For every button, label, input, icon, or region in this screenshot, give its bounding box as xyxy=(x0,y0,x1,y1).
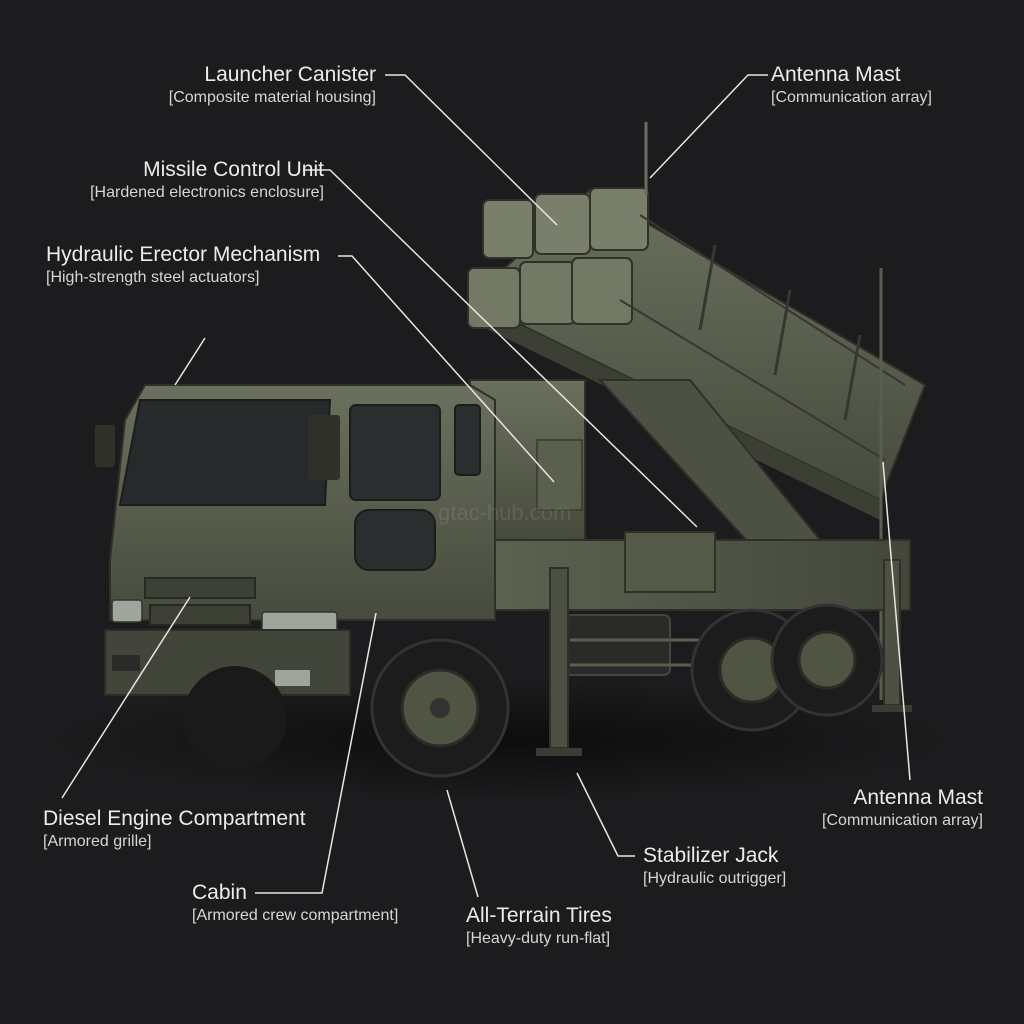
callout-subtitle: [Composite material housing] xyxy=(168,89,376,107)
callout-diesel-engine: Diesel Engine Compartment [Armored grill… xyxy=(43,807,306,852)
leader-lines xyxy=(61,74,911,898)
callout-launcher-canister: Launcher Canister [Composite material ho… xyxy=(169,63,376,108)
callout-subtitle: [Heavy-duty run-flat] xyxy=(466,930,611,948)
callout-subtitle: [Hardened electronics enclosure] xyxy=(90,184,324,202)
callout-subtitle: [Armored grille] xyxy=(43,833,152,851)
callout-antenna-mast-bottom: Antenna Mast [Communication array] xyxy=(822,786,983,831)
callout-missile-control-unit: Missile Control Unit [Hardened electroni… xyxy=(90,158,324,203)
callout-title: All-Terrain Tires xyxy=(466,904,612,927)
callout-title: Hydraulic Erector Mechanism xyxy=(46,243,321,266)
callout-title: Launcher Canister xyxy=(204,63,376,86)
callout-title: Antenna Mast xyxy=(853,786,983,809)
callout-subtitle: [Communication array] xyxy=(771,89,932,107)
callout-title: Stabilizer Jack xyxy=(643,844,779,867)
cab-body xyxy=(95,384,496,635)
callout-subtitle: [Communication array] xyxy=(822,812,983,830)
launcher-canister-pod xyxy=(467,187,927,520)
callout-subtitle: [High-strength steel actuators] xyxy=(46,269,260,287)
callout-antenna-mast-top: Antenna Mast [Communication array] xyxy=(771,63,932,108)
callout-title: Diesel Engine Compartment xyxy=(43,807,306,830)
callout-all-terrain-tires: All-Terrain Tires [Heavy-duty run-flat] xyxy=(466,904,612,949)
callout-subtitle: [Armored crew compartment] xyxy=(192,907,399,925)
callout-hydraulic-erector: Hydraulic Erector Mechanism [High-streng… xyxy=(46,243,320,288)
callout-title: Missile Control Unit xyxy=(143,158,324,181)
stabilizer-jack-front xyxy=(549,567,569,749)
callout-stabilizer-jack: Stabilizer Jack [Hydraulic outrigger] xyxy=(643,844,786,889)
callout-cabin: Cabin [Armored crew compartment] xyxy=(192,881,398,926)
callout-title: Antenna Mast xyxy=(771,63,901,86)
wheels xyxy=(183,603,884,778)
callout-title: Cabin xyxy=(192,881,247,904)
callout-subtitle: [Hydraulic outrigger] xyxy=(643,870,787,888)
watermark: gtac-hub.com xyxy=(438,500,572,525)
